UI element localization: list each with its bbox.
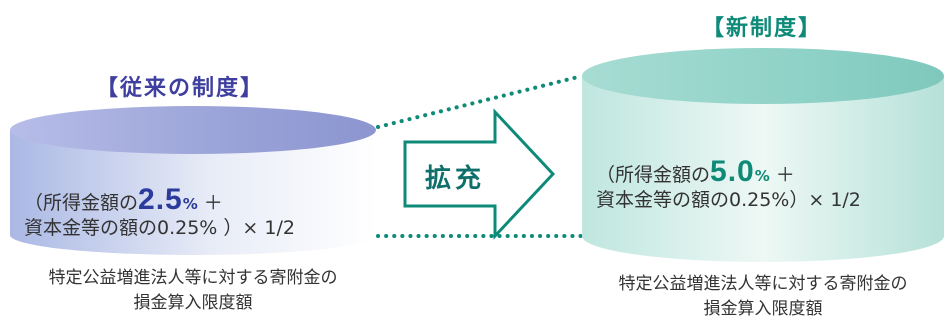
dotted-connector-top: [376, 74, 584, 129]
expand-arrow: [403, 108, 556, 240]
new-cylinder: [582, 48, 944, 262]
old-caption-line2: 損金算入限度額: [133, 293, 253, 313]
old-system-heading: 【従来の制度】: [96, 76, 265, 101]
old-formula-line2: 資本金等の額の0.25% ）× 1/2: [24, 217, 295, 239]
old-formula: （所得金額の2.5% ＋ 資本金等の額の0.25% ）× 1/2: [24, 185, 295, 240]
new-system-heading: 【新制度】: [702, 16, 823, 41]
new-caption-line2: 損金算入限度額: [703, 299, 823, 319]
old-caption-line1: 特定公益増進法人等に対する寄附金の: [48, 268, 338, 288]
new-caption-line1: 特定公益増進法人等に対する寄附金の: [618, 274, 908, 294]
expand-label: 拡充: [425, 164, 486, 194]
old-caption: 特定公益増進法人等に対する寄附金の 損金算入限度額: [10, 266, 376, 316]
old-rate-percent: %: [182, 195, 198, 213]
new-formula: （所得金額の5.0% ＋ 資本金等の額の0.25%）× 1/2: [596, 157, 861, 212]
old-formula-plus: ＋: [197, 192, 223, 214]
new-rate-percent: %: [754, 167, 770, 185]
old-formula-prefix: （所得金額の: [24, 192, 139, 214]
new-rate-number: 5.0: [710, 155, 755, 188]
old-rate-number: 2.5: [138, 183, 183, 216]
new-caption: 特定公益増進法人等に対する寄附金の 損金算入限度額: [582, 272, 944, 322]
old-cylinder: [10, 106, 376, 255]
new-formula-prefix: （所得金額の: [596, 164, 711, 186]
new-formula-plus: ＋: [769, 164, 795, 186]
new-formula-line2: 資本金等の額の0.25%）× 1/2: [596, 189, 861, 211]
